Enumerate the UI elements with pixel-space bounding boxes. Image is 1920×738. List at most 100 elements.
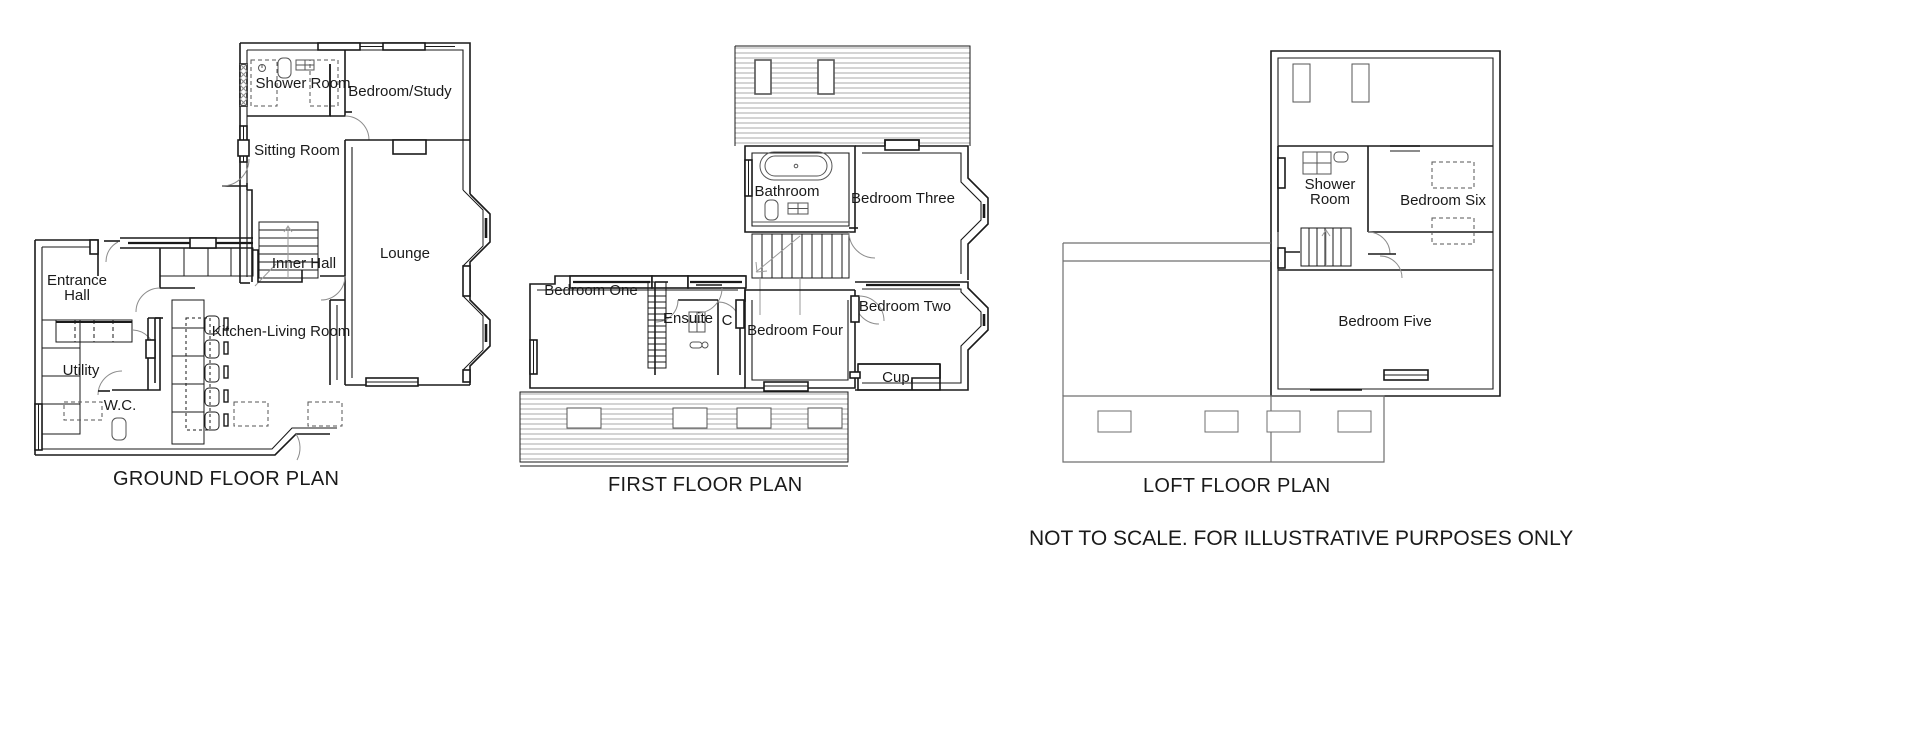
wall-loft-inner	[1277, 57, 1494, 390]
rooflight-1	[754, 59, 772, 95]
door-swing-study	[344, 115, 370, 141]
door-swing-hall	[135, 287, 161, 313]
room-label-shower-room-loft-1: Shower	[1305, 176, 1356, 193]
cupboard-first	[857, 363, 941, 391]
wall-bedroom-two	[855, 281, 989, 391]
door-swing-loft-1	[1367, 231, 1391, 255]
door-swing-sitting	[221, 158, 250, 187]
bedsix-furniture	[1431, 161, 1475, 245]
door-swing-corr	[105, 241, 119, 263]
door-swing-bed3	[848, 231, 876, 259]
room-label-shower-room: Shower Room	[255, 75, 350, 92]
room-label-bedroom-study: Bedroom/Study	[348, 83, 452, 100]
wall-upper-wing	[240, 42, 471, 194]
landing-line	[759, 278, 801, 315]
cup-door	[849, 371, 861, 379]
door-swing-bed1	[696, 287, 723, 314]
wall-ground-bottom	[35, 433, 330, 456]
room-label-entrance-hall-2: Hall	[64, 287, 90, 304]
room-label-lounge: Lounge	[380, 245, 430, 262]
kitchen-handles	[223, 317, 229, 427]
window-top-2	[382, 42, 426, 51]
roof-dormers	[566, 407, 843, 429]
wall-entrance-hall	[35, 239, 99, 276]
door-jamb-sitting	[237, 139, 250, 157]
room-label-bathroom: Bathroom	[754, 183, 819, 200]
room-label-bedroom-four: Bedroom Four	[747, 322, 843, 339]
room-label-cupboard-c: C	[722, 312, 733, 329]
wall-loft-outer	[1270, 50, 1501, 397]
window-bed3-top	[884, 139, 920, 151]
room-label-bedroom-one: Bedroom One	[544, 282, 637, 299]
window-study-partition	[392, 139, 427, 155]
wall-sitting-bottom	[247, 189, 253, 250]
door-loft-jamb	[1277, 247, 1286, 269]
wall-upper-inner	[247, 49, 464, 190]
kitchen-units	[171, 299, 229, 445]
ensuite-wc	[689, 341, 703, 349]
wall-inner-hall	[252, 249, 303, 283]
door-bed2-jamb	[850, 295, 860, 323]
ensuite-fixtures	[688, 311, 709, 349]
room-label-bedroom-six: Bedroom Six	[1400, 192, 1486, 209]
room-label-bedroom-two: Bedroom Two	[859, 298, 951, 315]
loft-roof-dormers	[1097, 410, 1372, 433]
window-top-1	[317, 42, 361, 51]
bath-fixtures	[752, 151, 849, 223]
room-label-inner-hall: Inner Hall	[272, 255, 336, 272]
shower-loft-fixtures	[1302, 151, 1349, 175]
door-entry-jamb	[89, 239, 99, 255]
room-label-utility: Utility	[63, 362, 100, 379]
wall-bedroom-one	[529, 302, 745, 389]
loft-rooflights	[1292, 63, 1370, 103]
wc-pan-shower	[277, 57, 292, 79]
door-swing-bed2	[858, 295, 885, 322]
wall-hall-stub	[159, 248, 195, 289]
loft-floor-caption: LOFT FLOOR PLAN	[1143, 475, 1331, 497]
window-shower-loft	[1277, 157, 1286, 189]
door-swing-loft-2	[1379, 255, 1403, 279]
furniture-2	[233, 401, 269, 427]
room-label-kitchen-living: Kitchen-Living Room	[212, 323, 350, 340]
room-label-bedroom-three: Bedroom Three	[851, 190, 955, 207]
first-floor-caption: FIRST FLOOR PLAN	[608, 474, 803, 496]
room-label-shower-room-loft-2: Room	[1310, 191, 1350, 208]
door-swing-rear	[295, 433, 301, 461]
room-label-cupboard: Cup.	[882, 369, 914, 386]
room-label-bedroom-five: Bedroom Five	[1338, 313, 1431, 330]
furniture-3	[307, 401, 343, 427]
utility-units	[41, 319, 133, 435]
shower-tray	[250, 59, 278, 107]
room-label-entrance-hall-1: Entrance	[47, 272, 107, 289]
stair-arrow-first	[755, 235, 801, 273]
wc-door-jamb	[145, 339, 156, 359]
disclaimer-text: NOT TO SCALE. FOR ILLUSTRATIVE PURPOSES …	[1029, 527, 1574, 550]
room-label-ensuite: Ensuite	[663, 310, 713, 327]
wall-bathroom	[744, 145, 856, 233]
stair-arrow	[283, 225, 293, 278]
ground-floor-caption: GROUND FLOOR PLAN	[113, 468, 340, 490]
rooflight-2	[817, 59, 835, 95]
fixture-cabinet	[309, 59, 339, 107]
bathtub	[759, 151, 833, 181]
door-swing-lounge	[320, 275, 346, 301]
wc-pan-bath	[764, 199, 779, 221]
ensuite-walls	[654, 281, 719, 375]
kitchen-stools	[204, 315, 220, 431]
room-label-wc: W.C.	[104, 397, 137, 414]
wall-bedroom-three	[855, 145, 989, 280]
stair-arrow-loft	[1321, 229, 1331, 266]
window-corridor	[189, 237, 217, 249]
wardrobe-bed1	[647, 281, 667, 369]
room-label-sitting-room: Sitting Room	[254, 142, 340, 159]
roof-hatch-top	[734, 45, 971, 146]
corridor-units	[159, 247, 254, 277]
wc-fixtures	[63, 401, 127, 441]
